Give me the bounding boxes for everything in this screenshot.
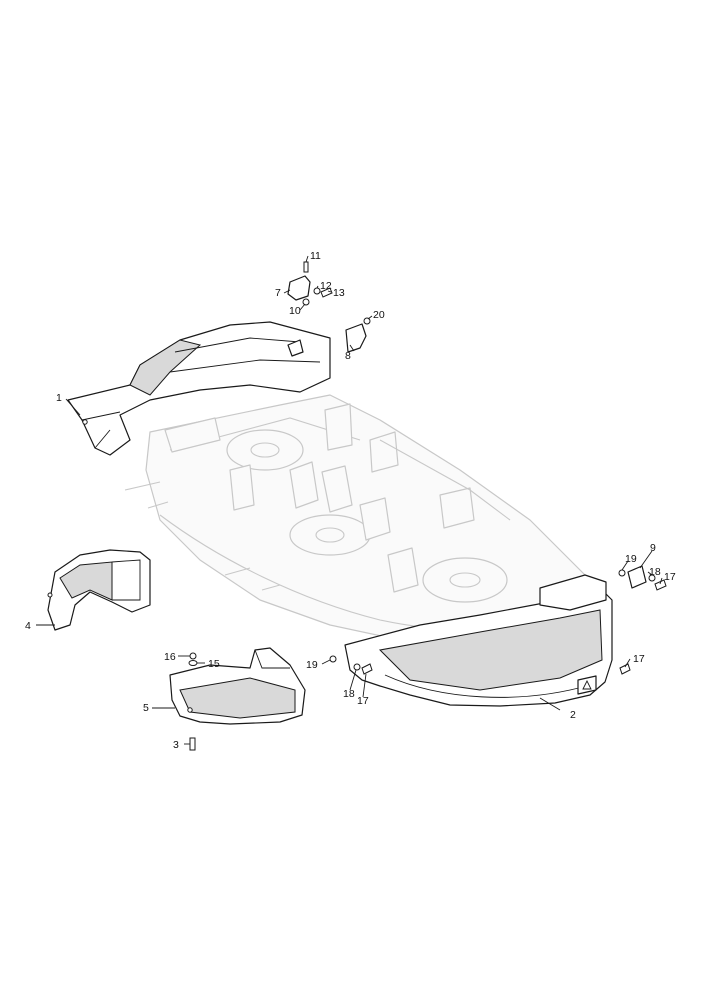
right-hardware xyxy=(329,565,667,675)
callout-labels: 1 2 3 4 5 7 8 9 10 11 12 13 15 16 17 17 … xyxy=(25,250,676,751)
callout-11: 11 xyxy=(310,250,321,262)
callout-10: 10 xyxy=(289,305,301,317)
callout-4: 4 xyxy=(25,620,31,632)
callout-18-left: 18 xyxy=(343,688,355,700)
callout-20: 20 xyxy=(373,309,385,321)
part-2-side-skirt xyxy=(344,574,613,707)
callout-19-left: 19 xyxy=(306,659,318,671)
part-1-rear-cover xyxy=(67,321,331,456)
part-8-bracket xyxy=(345,323,367,353)
part-10-nut xyxy=(302,298,310,306)
part-19-ring-right xyxy=(618,569,626,577)
part-11-screw xyxy=(303,261,309,273)
bracket-hardware-group xyxy=(287,261,333,306)
callout-1: 1 xyxy=(56,392,62,404)
callout-5: 5 xyxy=(143,702,149,714)
callout-17-lower: 17 xyxy=(633,653,645,665)
part-15-washer xyxy=(188,660,198,666)
callout-16: 16 xyxy=(164,651,176,663)
part-8-group xyxy=(345,317,371,353)
callout-2: 2 xyxy=(570,709,576,721)
part-19-ring-left xyxy=(329,655,337,663)
part-17-bolt-lower xyxy=(619,663,631,675)
part-5-front-cover xyxy=(169,647,306,725)
callout-8: 8 xyxy=(345,350,351,362)
callout-15: 15 xyxy=(208,658,220,670)
mower-deck xyxy=(124,394,601,646)
part-4-side-chute xyxy=(47,549,151,631)
callout-leaders xyxy=(36,255,663,745)
part-16-nut xyxy=(189,652,197,660)
callout-19-right: 19 xyxy=(625,553,637,565)
part-3-screw xyxy=(189,737,196,751)
callout-9: 9 xyxy=(650,542,656,554)
callout-12: 12 xyxy=(320,280,332,292)
part-7-bracket xyxy=(287,275,311,301)
part-17-bolt-left xyxy=(361,663,373,675)
callout-17-left: 17 xyxy=(357,695,369,707)
callout-3: 3 xyxy=(173,739,179,751)
part-13-bolt xyxy=(320,287,333,298)
callout-13: 13 xyxy=(333,287,345,299)
callout-7: 7 xyxy=(275,287,281,299)
part-18-nut-left xyxy=(353,663,361,671)
part-9-clip xyxy=(627,565,647,589)
callout-18-right: 18 xyxy=(649,566,661,578)
callout-17-right: 17 xyxy=(664,571,676,583)
part-20-screw xyxy=(363,317,371,325)
